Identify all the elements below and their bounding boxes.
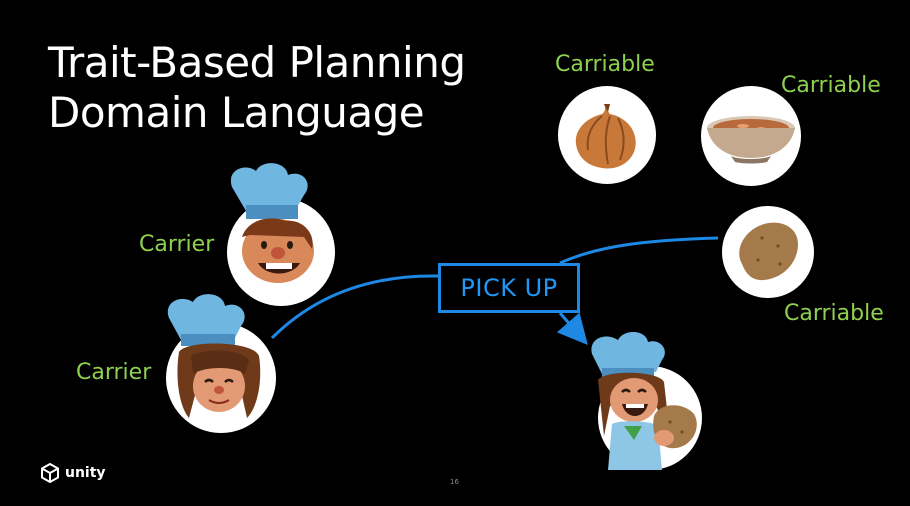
potato-icon: [739, 222, 798, 281]
pick-up-action: PICK UP: [438, 263, 580, 313]
pick-up-label: PICK UP: [460, 274, 558, 302]
carrier-chef-male: [226, 163, 336, 307]
result-chef-holding-potato: [591, 331, 702, 470]
chef-holding-potato-icon: [591, 331, 702, 470]
page-number: 16: [450, 478, 459, 486]
potato-item: [722, 206, 814, 298]
label-carrier-bottom: Carrier: [76, 360, 152, 385]
label-carriable-potato: Carriable: [784, 301, 884, 326]
unity-logo-text: unity: [65, 465, 106, 481]
slide-title-line-1: Trait-Based Planning: [48, 38, 466, 87]
label-carriable-bowl: Carriable: [781, 73, 881, 98]
onion-icon: [575, 104, 636, 169]
label-carrier-top: Carrier: [139, 232, 215, 257]
unity-logo: unity: [40, 463, 106, 483]
soup-bowl-icon: [707, 116, 795, 164]
connector-action-to-result: [556, 312, 588, 346]
chef-male-icon: [227, 163, 335, 306]
connector-potato-to-action: [559, 236, 719, 265]
slide-title: Trait-Based Planning Domain Language: [48, 38, 466, 138]
label-carriable-onion: Carriable: [555, 52, 655, 77]
unity-logo-icon: [41, 463, 59, 483]
carrier-chef-female: [165, 294, 277, 434]
slide-title-line-2: Domain Language: [48, 88, 425, 137]
bowl-item: [701, 86, 801, 186]
onion-item: [558, 86, 656, 184]
chef-female-icon: [166, 294, 276, 433]
